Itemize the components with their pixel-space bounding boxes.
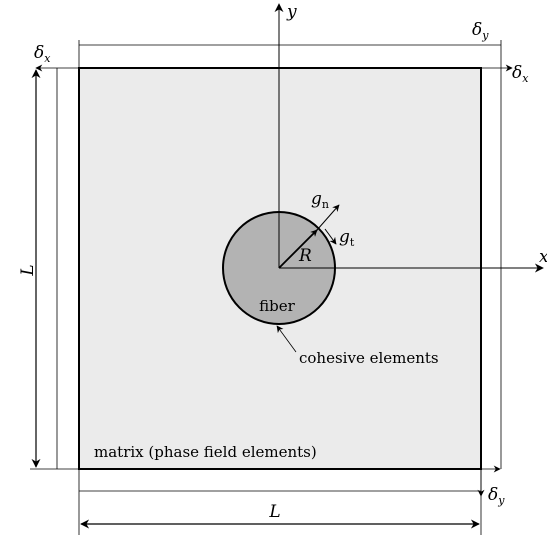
cohesive-label: cohesive elements xyxy=(299,349,439,367)
delta-x-right-label: δx xyxy=(512,63,529,85)
matrix-label: matrix (phase field elements) xyxy=(94,443,317,461)
g-normal-label: gn xyxy=(311,189,329,211)
x-axis-label: x xyxy=(539,247,547,267)
normal-gap-arrow xyxy=(316,204,340,231)
cohesive-pointer xyxy=(276,325,297,353)
fiber-label: fiber xyxy=(259,297,295,315)
tangent-gap-arrow xyxy=(324,228,337,245)
delta-x-left-label: δx xyxy=(34,43,51,65)
g-tangent-label: gt xyxy=(339,227,355,249)
length-bottom-label: L xyxy=(268,502,280,522)
y-axis-label: y xyxy=(286,2,297,22)
length-left-label: L xyxy=(18,264,38,276)
radius-label: R xyxy=(298,246,312,266)
delta-y-bottom-label: δy xyxy=(488,485,505,507)
radius-arrow xyxy=(278,229,318,269)
delta-y-top-label: δy xyxy=(472,20,489,42)
